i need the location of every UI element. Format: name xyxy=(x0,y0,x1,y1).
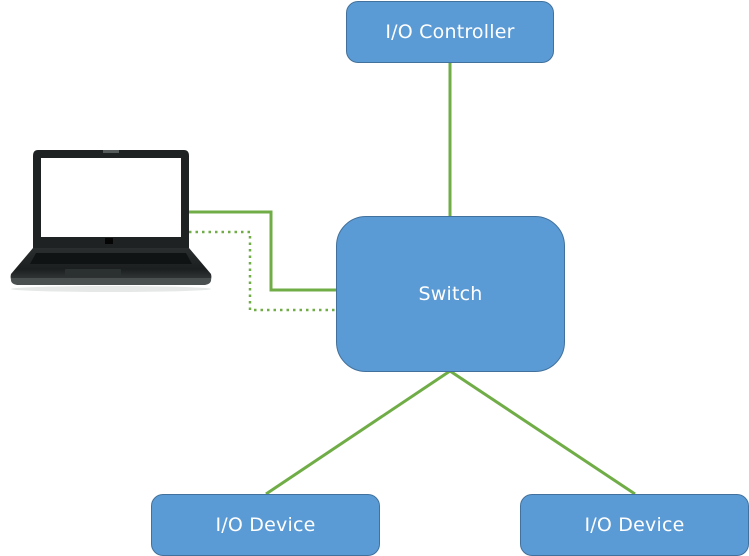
link-switch-device-left xyxy=(265,369,451,496)
switch-label: Switch xyxy=(418,283,483,305)
link-laptop-switch-solid xyxy=(187,210,337,292)
laptop-icon[interactable] xyxy=(0,140,220,295)
io-device-right-label: I/O Device xyxy=(584,514,685,536)
link-switch-device-right xyxy=(449,369,636,496)
io-device-left-node[interactable]: I/O Device xyxy=(151,494,380,556)
link-laptop-switch-dotted xyxy=(189,230,337,312)
io-controller-label: I/O Controller xyxy=(385,21,515,43)
io-device-left-label: I/O Device xyxy=(215,514,316,536)
io-controller-node[interactable]: I/O Controller xyxy=(346,1,554,63)
io-device-right-node[interactable]: I/O Device xyxy=(520,494,749,556)
switch-node[interactable]: Switch xyxy=(336,216,565,372)
